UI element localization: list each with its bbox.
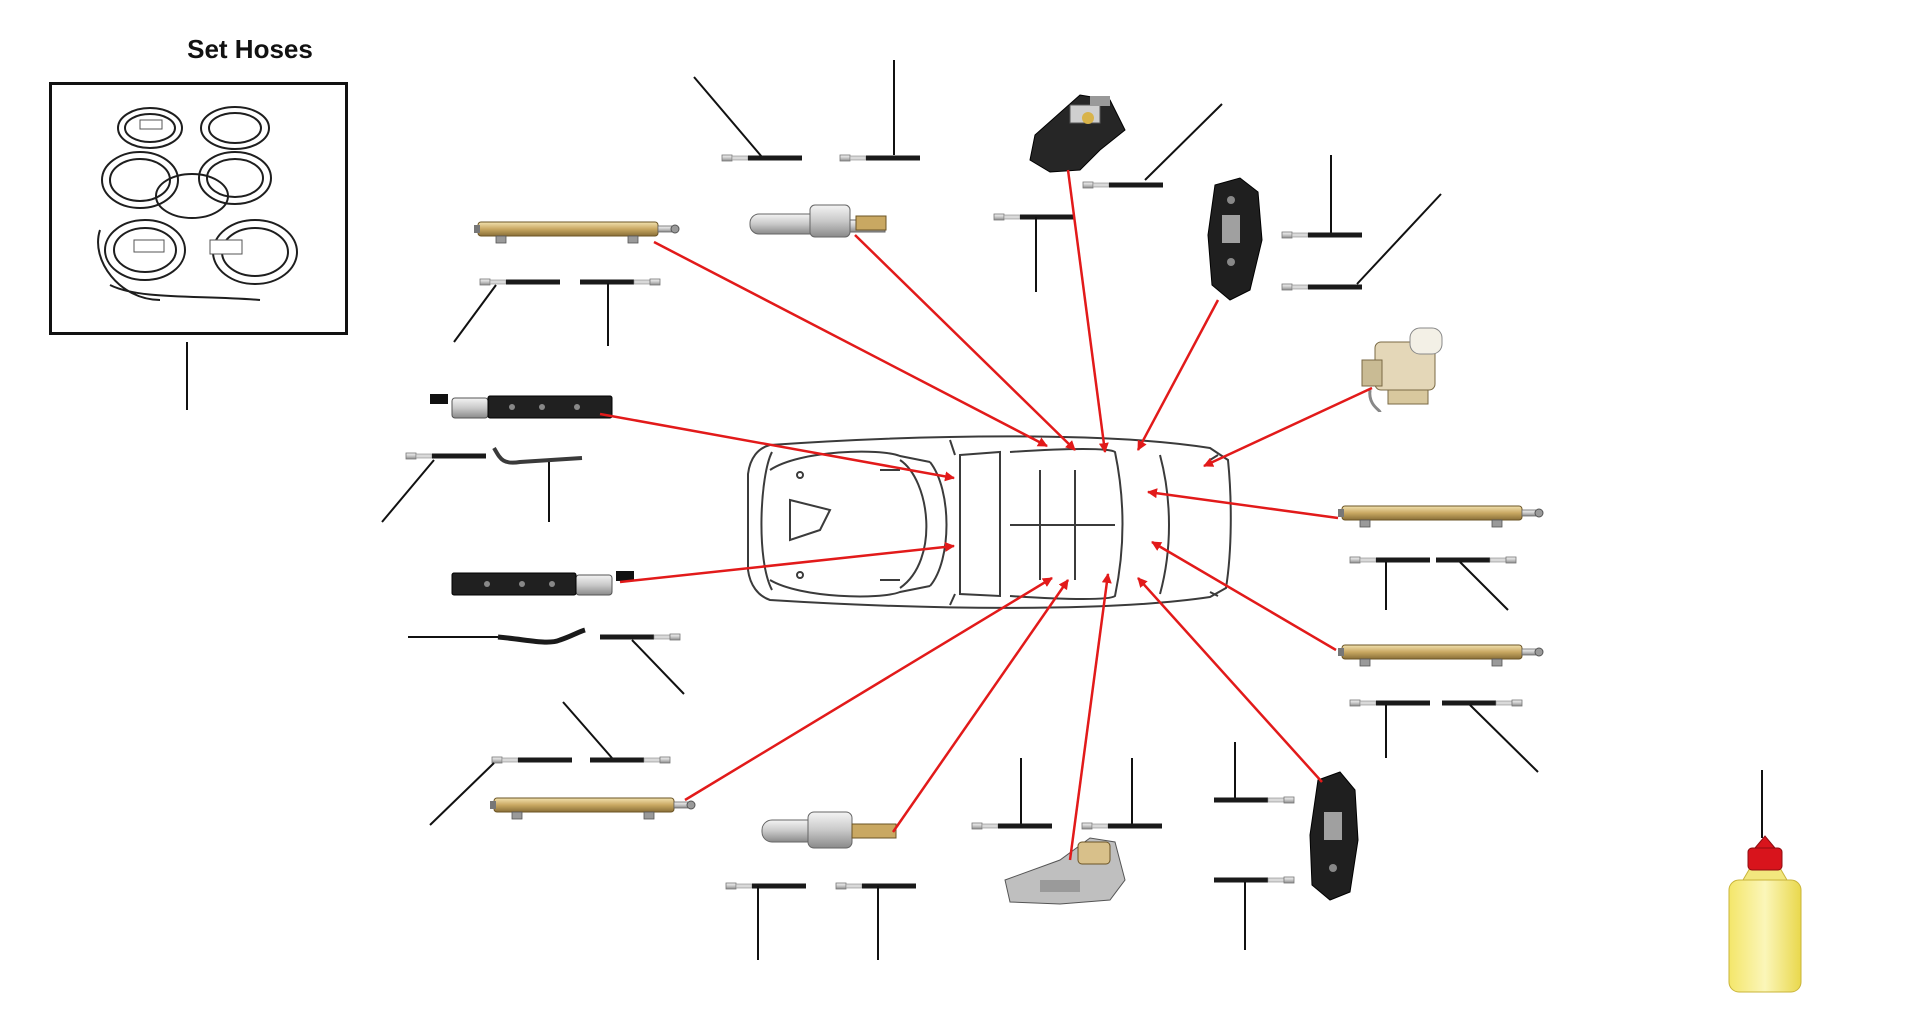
latch-mechanism-icon[interactable]	[1207, 177, 1263, 301]
hose-leader-line	[562, 701, 613, 759]
hose-icon[interactable]	[479, 278, 561, 286]
pump-icon[interactable]	[1361, 327, 1443, 413]
hose-leader-line	[693, 76, 763, 158]
arrow	[1137, 577, 1323, 783]
hose-icon[interactable]	[599, 633, 681, 641]
hose-leader-line	[1459, 561, 1509, 611]
arrow	[599, 412, 955, 482]
hose-icon[interactable]	[405, 452, 487, 460]
hose-leader-line	[381, 459, 435, 523]
hose-leader-line	[453, 284, 497, 343]
arrow	[1136, 299, 1220, 451]
hydraulic-cylinder-icon[interactable]	[1337, 505, 1544, 528]
hose-icon[interactable]	[835, 882, 917, 890]
hose-icon[interactable]	[589, 756, 671, 764]
hose-icon[interactable]	[993, 213, 1075, 221]
hose-leader-line	[1469, 704, 1539, 773]
hose-icon[interactable]	[1213, 796, 1295, 804]
arrow	[619, 541, 955, 584]
arrow	[1147, 488, 1339, 520]
car-outline-icon	[747, 435, 1232, 609]
fluid-bottle-icon[interactable]	[1728, 835, 1802, 993]
hydraulic-cylinder-icon[interactable]	[1337, 644, 1544, 667]
valve-icon[interactable]	[1029, 94, 1126, 173]
hose-icon[interactable]	[721, 154, 803, 162]
arrow	[684, 576, 1053, 802]
hose-icon[interactable]	[1281, 231, 1363, 239]
arrow	[1068, 573, 1112, 861]
hose-icon[interactable]	[1441, 699, 1523, 707]
hydraulic-cylinder-icon[interactable]	[489, 797, 696, 820]
arrow	[1066, 169, 1109, 453]
arrow	[1203, 386, 1373, 468]
hose-icon[interactable]	[839, 154, 921, 162]
arrow	[854, 234, 1076, 451]
set-hoses-title: Set Hoses	[187, 34, 313, 64]
arrow	[653, 240, 1048, 448]
hose-leader-line	[631, 639, 685, 695]
arrow	[891, 579, 1070, 833]
lock-cylinder-icon[interactable]	[749, 204, 887, 238]
hose-icon[interactable]	[1435, 556, 1517, 564]
locking-bracket-icon[interactable]	[429, 393, 613, 419]
hose-icon[interactable]	[1082, 181, 1164, 189]
lock-cylinder-icon[interactable]	[761, 811, 897, 849]
set-hoses-box[interactable]	[49, 82, 348, 335]
hose-icon[interactable]	[1213, 876, 1295, 884]
hose-icon[interactable]	[497, 627, 586, 645]
valve-icon[interactable]	[1004, 837, 1126, 905]
hose-icon[interactable]	[725, 882, 807, 890]
hose-coils-icon	[97, 106, 298, 301]
hose-leader-line	[1144, 103, 1223, 181]
latch-mechanism-icon[interactable]	[1309, 771, 1359, 901]
hose-icon[interactable]	[1349, 556, 1431, 564]
arrow-group	[599, 169, 1373, 861]
hose-icon[interactable]	[579, 278, 661, 286]
hydraulic-cylinder-icon[interactable]	[473, 221, 680, 244]
hose-icon[interactable]	[492, 446, 583, 465]
hose-icon[interactable]	[1281, 283, 1363, 291]
hose-leader-line	[429, 762, 495, 826]
hose-icon[interactable]	[1081, 822, 1163, 830]
arrow	[1151, 540, 1337, 652]
hose-leader-line	[1356, 193, 1442, 285]
hose-icon[interactable]	[971, 822, 1053, 830]
hose-icon[interactable]	[1349, 699, 1431, 707]
locking-bracket-icon[interactable]	[451, 570, 635, 596]
hose-icon[interactable]	[491, 756, 573, 764]
